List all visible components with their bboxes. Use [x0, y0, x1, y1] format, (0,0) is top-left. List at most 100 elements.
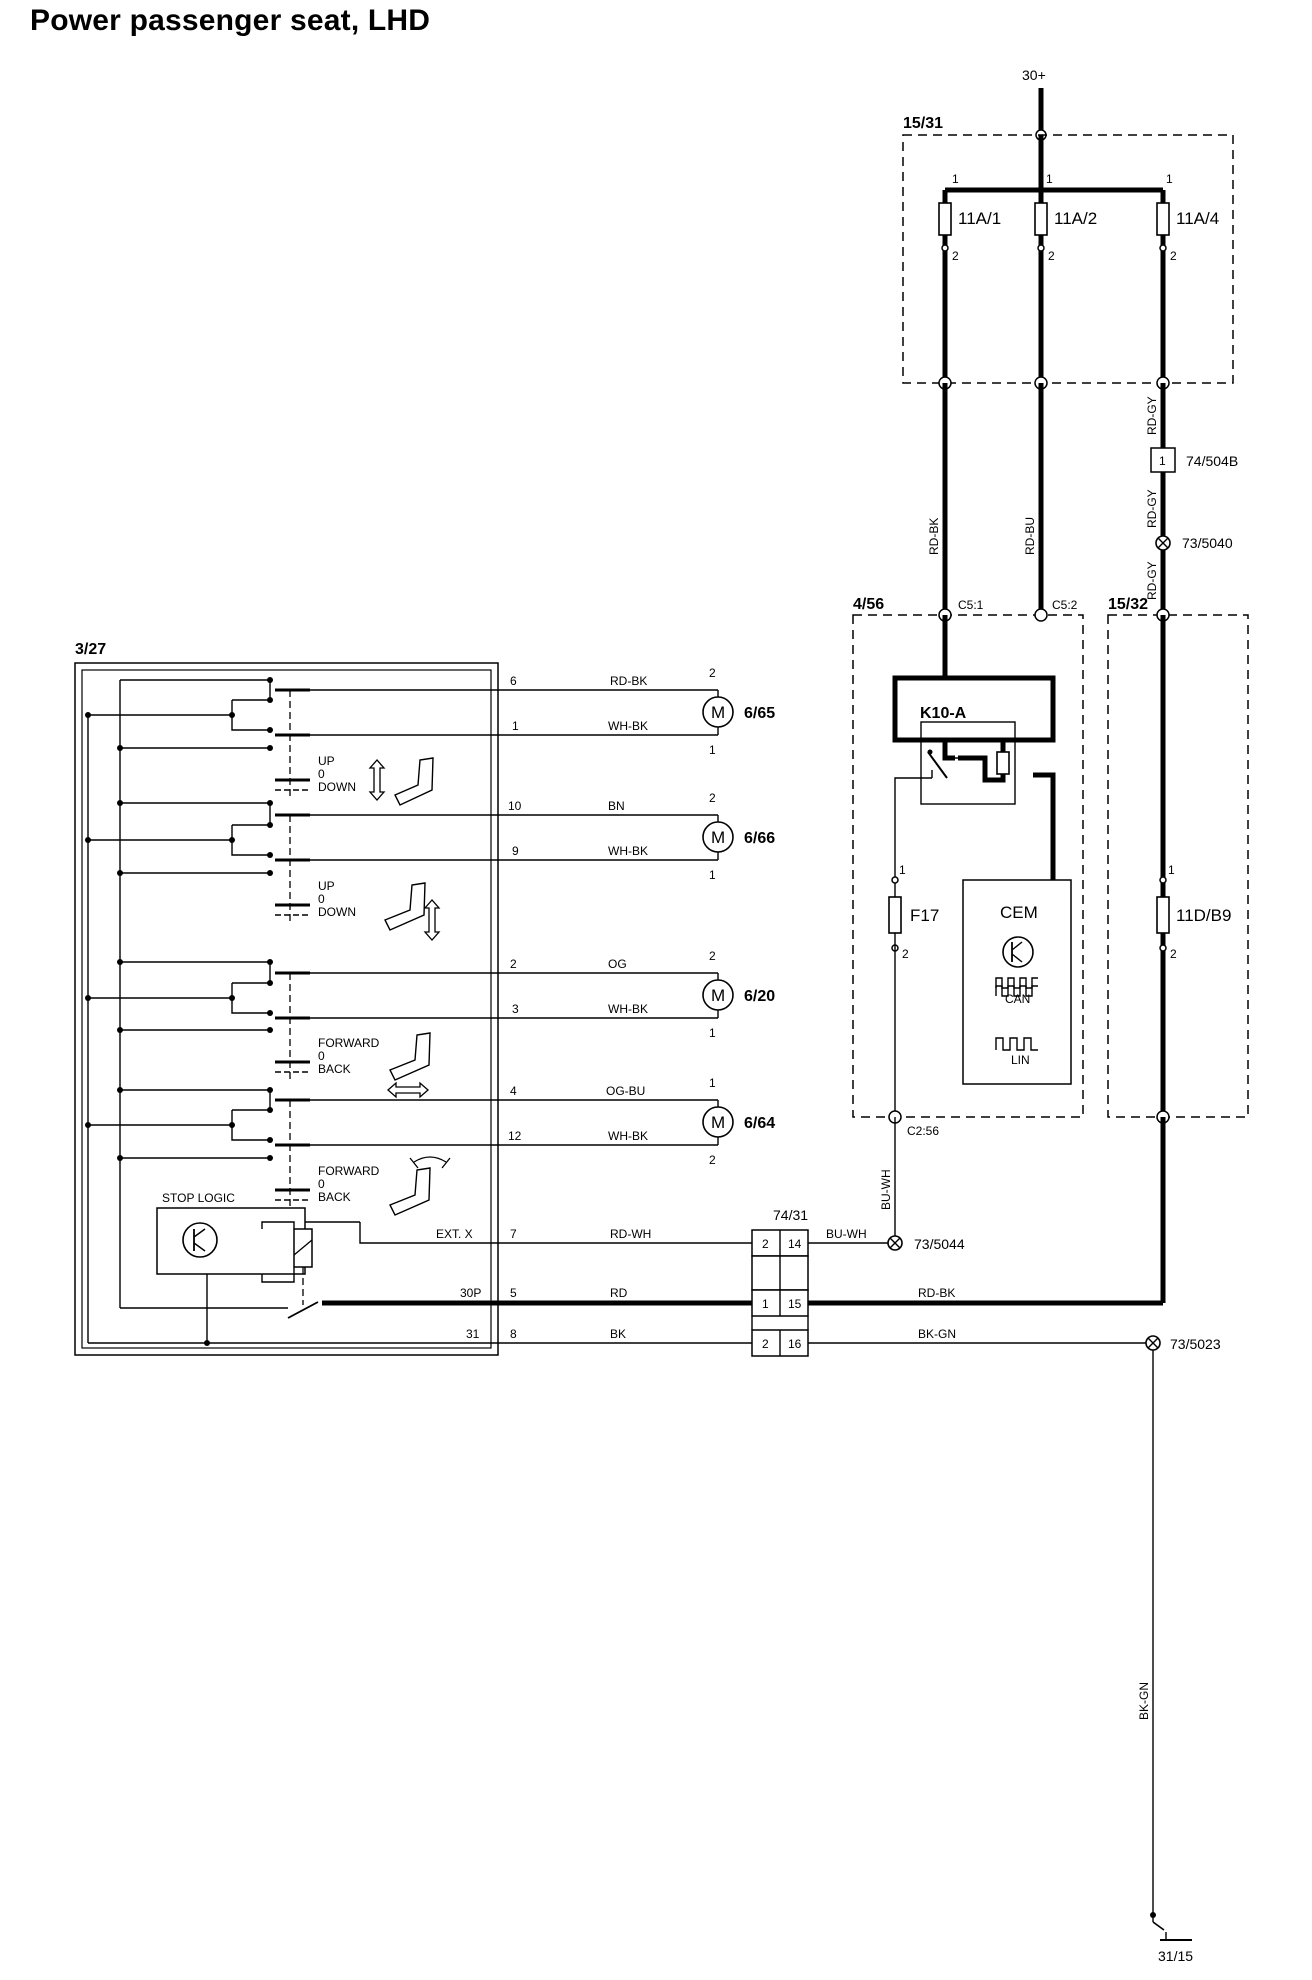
seat-slide-icon: [387, 1032, 431, 1099]
svg-text:RD-BU: RD-BU: [1023, 517, 1037, 555]
relay-K10-A: [892, 675, 1056, 743]
svg-text:1: 1: [952, 172, 959, 186]
svg-text:BK-GN: BK-GN: [1137, 1682, 1151, 1720]
svg-text:0: 0: [318, 1177, 325, 1191]
svg-text:M: M: [711, 703, 725, 722]
relay-box-label: 4/56: [853, 596, 884, 613]
relay-box-4-56: [852, 614, 1084, 1118]
motor-6-20: [702, 979, 734, 1011]
fuse-11A-4: [1156, 202, 1170, 236]
seat-module-3-27: [74, 662, 499, 1356]
svg-text:1: 1: [762, 1297, 769, 1311]
stop-logic-module: [156, 1207, 306, 1275]
svg-text:2: 2: [709, 1153, 716, 1167]
svg-text:BU-WH: BU-WH: [879, 1169, 893, 1210]
svg-text:EXT. X: EXT. X: [436, 1227, 473, 1241]
svg-text:2: 2: [1170, 947, 1177, 961]
svg-text:2: 2: [1048, 249, 1055, 263]
stop-logic-transistor-icon: [182, 1222, 218, 1258]
svg-text:BK-GN: BK-GN: [918, 1327, 956, 1341]
svg-text:2: 2: [762, 1237, 769, 1251]
relay-K10-A-label: K10-A: [920, 705, 967, 722]
svg-text:1: 1: [512, 719, 519, 733]
svg-text:1: 1: [709, 743, 716, 757]
cem-label: CEM: [1000, 903, 1038, 922]
svg-text:DOWN: DOWN: [318, 780, 356, 794]
svg-text:M: M: [711, 986, 725, 1005]
svg-text:RD: RD: [610, 1286, 628, 1300]
svg-text:6: 6: [510, 674, 517, 688]
splice-73-5040-label: 73/5040: [1182, 535, 1233, 551]
ground-label: 31/15: [1158, 1948, 1193, 1964]
connector-74-504B-label: 74/504B: [1186, 453, 1238, 469]
cem-module: [962, 879, 1072, 1085]
svg-text:1: 1: [899, 863, 906, 877]
svg-text:WH-BK: WH-BK: [608, 1002, 648, 1016]
svg-text:2: 2: [902, 947, 909, 961]
fuse-11A-2-label: 11A/2: [1054, 209, 1097, 228]
stop-logic-label: STOP LOGIC: [162, 1191, 235, 1205]
svg-text:5: 5: [510, 1286, 517, 1300]
svg-text:10: 10: [508, 799, 522, 813]
svg-text:RD-BK: RD-BK: [610, 674, 647, 688]
svg-text:C5:2: C5:2: [1052, 598, 1078, 612]
svg-text:RD-BK: RD-BK: [927, 518, 941, 555]
svg-text:16: 16: [788, 1337, 802, 1351]
fuse-11A-2: [1034, 202, 1048, 236]
svg-text:2: 2: [952, 249, 959, 263]
fuse-F17: [888, 896, 902, 934]
svg-text:0: 0: [318, 892, 325, 906]
svg-text:12: 12: [508, 1129, 522, 1143]
svg-text:C5:1: C5:1: [958, 598, 984, 612]
svg-text:RD-GY: RD-GY: [1145, 489, 1159, 528]
motor-6-66: [702, 821, 734, 853]
svg-text:RD-BK: RD-BK: [918, 1286, 955, 1300]
svg-text:2: 2: [510, 957, 517, 971]
svg-text:BACK: BACK: [318, 1190, 351, 1204]
svg-text:FORWARD: FORWARD: [318, 1036, 380, 1050]
svg-text:WH-BK: WH-BK: [608, 719, 648, 733]
svg-text:1: 1: [709, 1026, 716, 1040]
svg-text:2: 2: [709, 791, 716, 805]
motor-6-64-label: 6/64: [744, 1115, 775, 1132]
svg-text:UP: UP: [318, 879, 335, 893]
fuse-11D-B9-label: 11D/B9: [1176, 906, 1231, 925]
svg-text:OG-BU: OG-BU: [606, 1084, 645, 1098]
connector-74-31-label: 74/31: [773, 1207, 808, 1223]
svg-text:BN: BN: [608, 799, 625, 813]
svg-text:2: 2: [709, 666, 716, 680]
svg-text:UP: UP: [318, 754, 335, 768]
fuse-11A-1: [938, 202, 952, 236]
svg-text:0: 0: [318, 1049, 325, 1063]
svg-text:15: 15: [788, 1297, 802, 1311]
svg-text:M: M: [711, 1113, 725, 1132]
svg-text:1: 1: [1168, 863, 1175, 877]
svg-text:RD-WH: RD-WH: [610, 1227, 651, 1241]
ground-symbol: [1152, 1921, 1165, 1931]
svg-text:BACK: BACK: [318, 1062, 351, 1076]
fuse-11D-B9: [1156, 896, 1170, 934]
cem-lin-label: LIN: [1011, 1053, 1030, 1067]
connector-74-504B: [1150, 447, 1176, 473]
fuse-box-2-label: 15/32: [1108, 596, 1148, 613]
fuse-11A-4-label: 11A/4: [1176, 209, 1219, 228]
svg-text:M: M: [711, 828, 725, 847]
svg-text:0: 0: [318, 767, 325, 781]
fuse-box-15-32: [1107, 614, 1249, 1118]
splice-73-5023-label: 73/5023: [1170, 1336, 1221, 1352]
svg-text:1: 1: [709, 868, 716, 882]
supply-label: 30+: [1022, 67, 1046, 83]
seat-module-label: 3/27: [75, 641, 106, 658]
seat-recline-icon: [389, 1156, 451, 1216]
svg-text:2: 2: [1170, 249, 1177, 263]
svg-text:C2:56: C2:56: [907, 1124, 939, 1138]
svg-text:3: 3: [512, 1002, 519, 1016]
svg-text:1: 1: [1046, 172, 1053, 186]
cem-can-label: CAN: [1005, 992, 1030, 1006]
fuse-11A-1-label: 11A/1: [958, 209, 1001, 228]
cem-transistor-icon: [1002, 936, 1034, 968]
fuse-box-15-31: [902, 134, 1234, 384]
svg-text:8: 8: [510, 1327, 517, 1341]
svg-text:WH-BK: WH-BK: [608, 1129, 648, 1143]
